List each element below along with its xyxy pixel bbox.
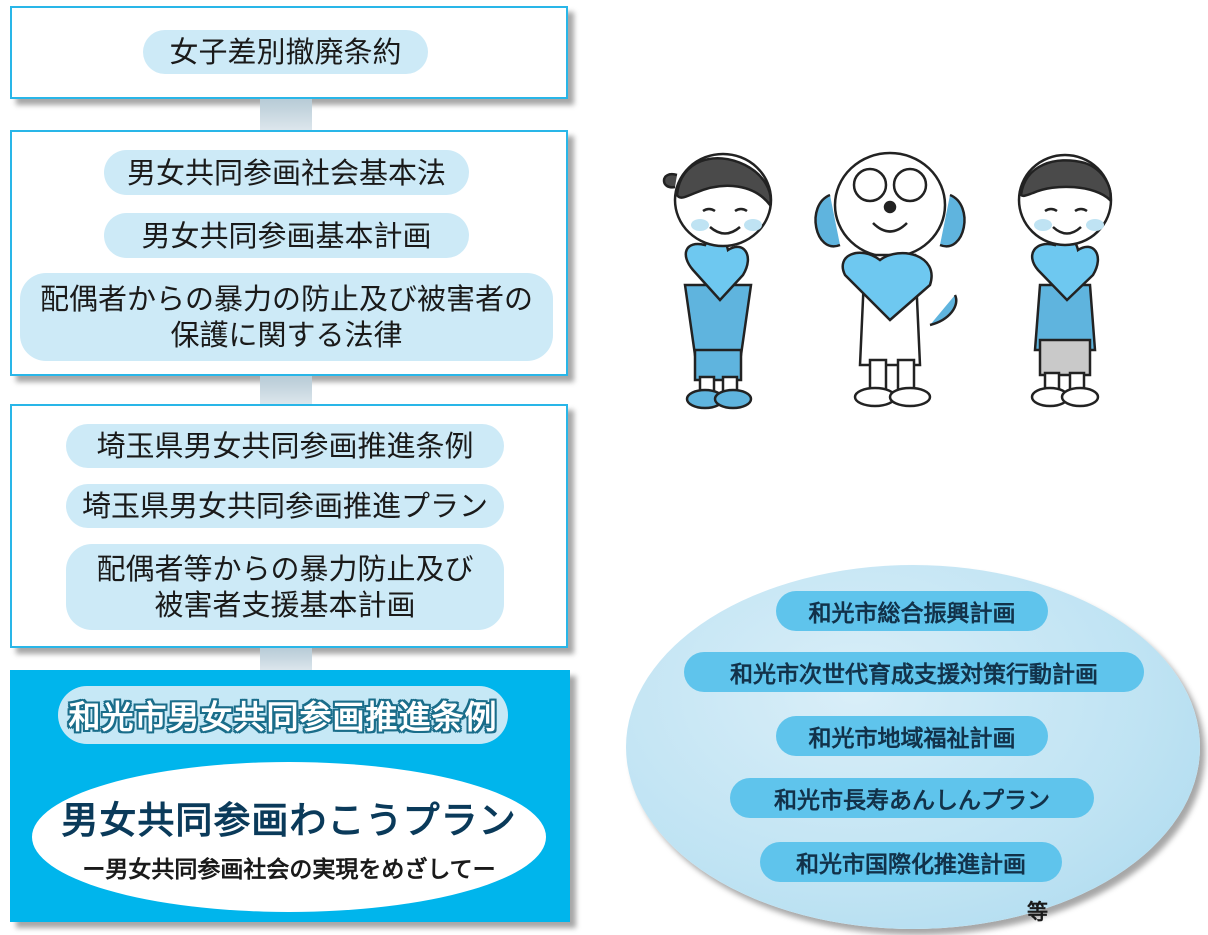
related-plan-4: 和光市長寿あんしんプラン [730,778,1094,818]
plan-title: 男女共同参画わこうプラン [61,799,517,842]
dv-law-pill: 配偶者からの暴力の防止及び被害者の 保護に関する法律 [20,273,553,361]
treaty-pill: 女子差別撤廃条約 [143,30,428,74]
boy-character [1017,153,1113,408]
connector-3 [260,648,312,672]
related-plan-5: 和光市国際化推進計画 [760,842,1062,882]
characters-illustration [662,151,1113,410]
plan-ellipse [32,762,546,912]
pref-ordinance-pill: 埼玉県男女共同参画推進条例 [66,424,504,468]
dog-character [814,151,966,408]
pref-dv-plan-pill: 配偶者等からの暴力防止及び 被害者支援基本計画 [66,544,504,630]
national-plan-pill: 男女共同参画基本計画 [104,213,469,258]
related-plan-3: 和光市地域福祉計画 [776,716,1048,756]
connector-2 [260,376,312,406]
plan-subtitle: ー男女共同参画社会の実現をめざしてー [82,857,496,883]
girl-character [662,152,773,410]
city-ordinance-label: 和光市男女共同参画推進条例 [58,686,508,744]
etc-label: 等 [1027,900,1048,924]
national-law-pill: 男女共同参画社会基本法 [104,150,469,195]
related-plan-2: 和光市次世代育成支援対策行動計画 [684,652,1144,692]
related-plan-1: 和光市総合振興計画 [776,591,1048,631]
pref-plan-pill: 埼玉県男女共同参画推進プラン [66,484,504,528]
connector-1 [260,99,312,132]
